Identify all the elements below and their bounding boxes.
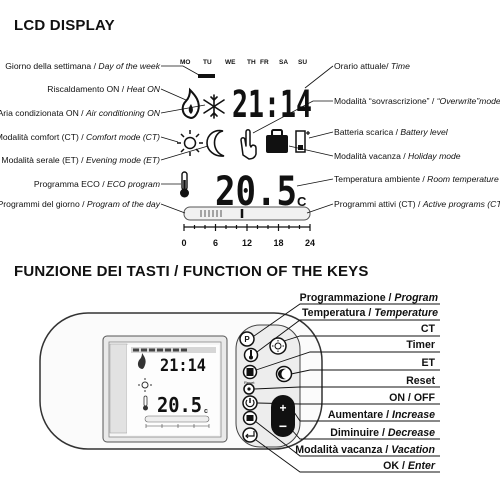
sun-icon <box>177 130 203 156</box>
battery-icon <box>295 130 310 153</box>
day-th: TH <box>247 59 256 66</box>
flame-icon <box>181 87 200 120</box>
label-time: Orario attuale/ Time <box>334 61 410 71</box>
label-day-of-week: Giorno della settimana / Day of the week <box>5 61 160 71</box>
hand-icon <box>240 129 257 160</box>
et-button[interactable] <box>275 365 293 383</box>
lcd-display-heading: LCD DISPLAY <box>14 17 115 34</box>
key-label-on-off: ON / OFF <box>389 392 435 404</box>
day-fr: FR <box>260 59 269 66</box>
timeline-tick-0: 0 <box>181 238 186 248</box>
function-keys-heading: FUNZIONE DEI TASTI / FUNCTION OF THE KEY… <box>14 263 369 280</box>
mini-lcd-temperature: 20.5 <box>157 393 202 417</box>
key-label-decrease: Diminuire / Decrease <box>330 427 435 439</box>
day-sa: SA <box>279 59 288 66</box>
timeline-tick-6: 6 <box>213 238 218 248</box>
lcd-time: 21:14 <box>232 83 312 126</box>
mini-lcd-time: 21:14 <box>160 356 206 376</box>
thermometer-icon <box>180 171 189 198</box>
key-label-vacation: Modalità vacanza / Vacation <box>295 444 435 456</box>
key-label-ok-enter: OK / Enter <box>383 460 436 472</box>
on-off-button[interactable] <box>242 395 258 411</box>
label-overwrite-mode: Modalità “sovrascrizione” / “Overwrite”m… <box>334 96 500 106</box>
label-comfort-mode: Modalità comfort (CT) / Comfort mode (CT… <box>0 132 160 142</box>
reset-button-label: Reset <box>244 380 255 385</box>
increase-button[interactable]: + <box>279 401 286 415</box>
svg-text:P: P <box>244 335 250 344</box>
vacation-button[interactable] <box>242 410 258 426</box>
key-label-increase: Aumentare / Increase <box>328 409 435 421</box>
day-tu: TU <box>203 59 212 66</box>
day-mo: MO <box>180 59 190 66</box>
label-evening-mode: Modalità serale (ET) / Evening mode (ET) <box>1 155 160 165</box>
program-timeline-bar <box>183 206 311 221</box>
key-label-ct: CT <box>421 323 436 335</box>
day-indicator-bar <box>198 74 215 78</box>
label-heat-on: Riscaldamento ON / Heat ON <box>47 84 161 94</box>
label-program-of-day: Programmi del giorno / Program of the da… <box>0 199 161 209</box>
key-label-et: ET <box>421 357 435 369</box>
key-label-timer: Timer <box>406 339 435 351</box>
snowflake-icon <box>203 94 225 119</box>
program-button[interactable]: P <box>239 331 255 347</box>
label-eco-program: Programma ECO / ECO program <box>34 179 160 189</box>
key-label-temperature: Temperatura / Temperature <box>302 307 438 319</box>
temperature-button[interactable] <box>243 347 259 363</box>
day-we: WE <box>225 59 236 66</box>
lcd-temperature-unit: C <box>297 194 307 209</box>
decrease-button[interactable]: − <box>279 418 287 434</box>
mini-lcd: 21:14 20.5 c <box>131 347 216 428</box>
timeline-tick-18: 18 <box>273 238 283 248</box>
left-callout-lines <box>160 65 209 214</box>
reset-button[interactable] <box>243 383 255 395</box>
key-label-program: Programmazione / Program <box>300 292 438 304</box>
timeline-axis: 0 6 12 18 24 <box>181 224 315 248</box>
ok-enter-button[interactable] <box>242 427 258 443</box>
key-callout-lines <box>253 303 440 473</box>
ct-button[interactable] <box>269 337 287 355</box>
mini-lcd-unit: c <box>204 408 208 415</box>
label-active-programs: Programmi attivi (CT) / Active programs … <box>334 199 500 209</box>
increase-decrease-rocker[interactable]: + − <box>271 395 295 437</box>
key-label-reset: Reset <box>406 375 435 387</box>
label-air-conditioning-on: Aria condizionata ON / Air conditioning … <box>0 108 161 118</box>
timer-button[interactable] <box>242 364 258 380</box>
timeline-tick-24: 24 <box>305 238 315 248</box>
label-holiday-mode: Modalità vacanza / Holiday mode <box>334 151 461 161</box>
label-room-temperature: Temperatura ambiente / Room temperature <box>334 174 499 184</box>
timeline-tick-12: 12 <box>242 238 252 248</box>
day-su: SU <box>298 59 307 66</box>
right-callout-lines <box>252 65 334 214</box>
label-battery-level: Batteria scarica / Battery level <box>334 127 449 137</box>
suitcase-icon <box>266 129 288 153</box>
moon-icon <box>206 129 225 157</box>
